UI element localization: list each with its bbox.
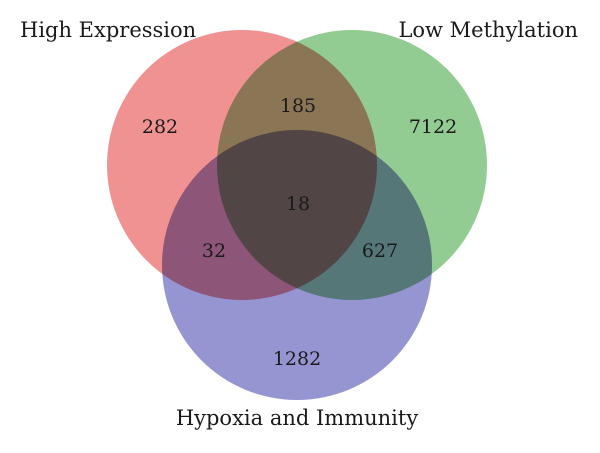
venn-circles	[107, 30, 487, 400]
set-label-low-methylation: Low Methylation	[398, 18, 578, 42]
count-low-only: 7122	[409, 116, 457, 138]
count-low-hypoxia: 627	[362, 240, 398, 262]
count-high-only: 282	[142, 116, 178, 138]
set-label-hypoxia-immunity: Hypoxia and Immunity	[176, 406, 419, 430]
count-all-three: 18	[286, 193, 310, 215]
circle-hypoxia-immunity	[162, 130, 432, 400]
count-hypoxia-only: 1282	[273, 348, 321, 370]
count-high-low: 185	[280, 95, 316, 117]
set-label-high-expression: High Expression	[20, 18, 196, 42]
count-high-hypoxia: 32	[202, 240, 226, 262]
